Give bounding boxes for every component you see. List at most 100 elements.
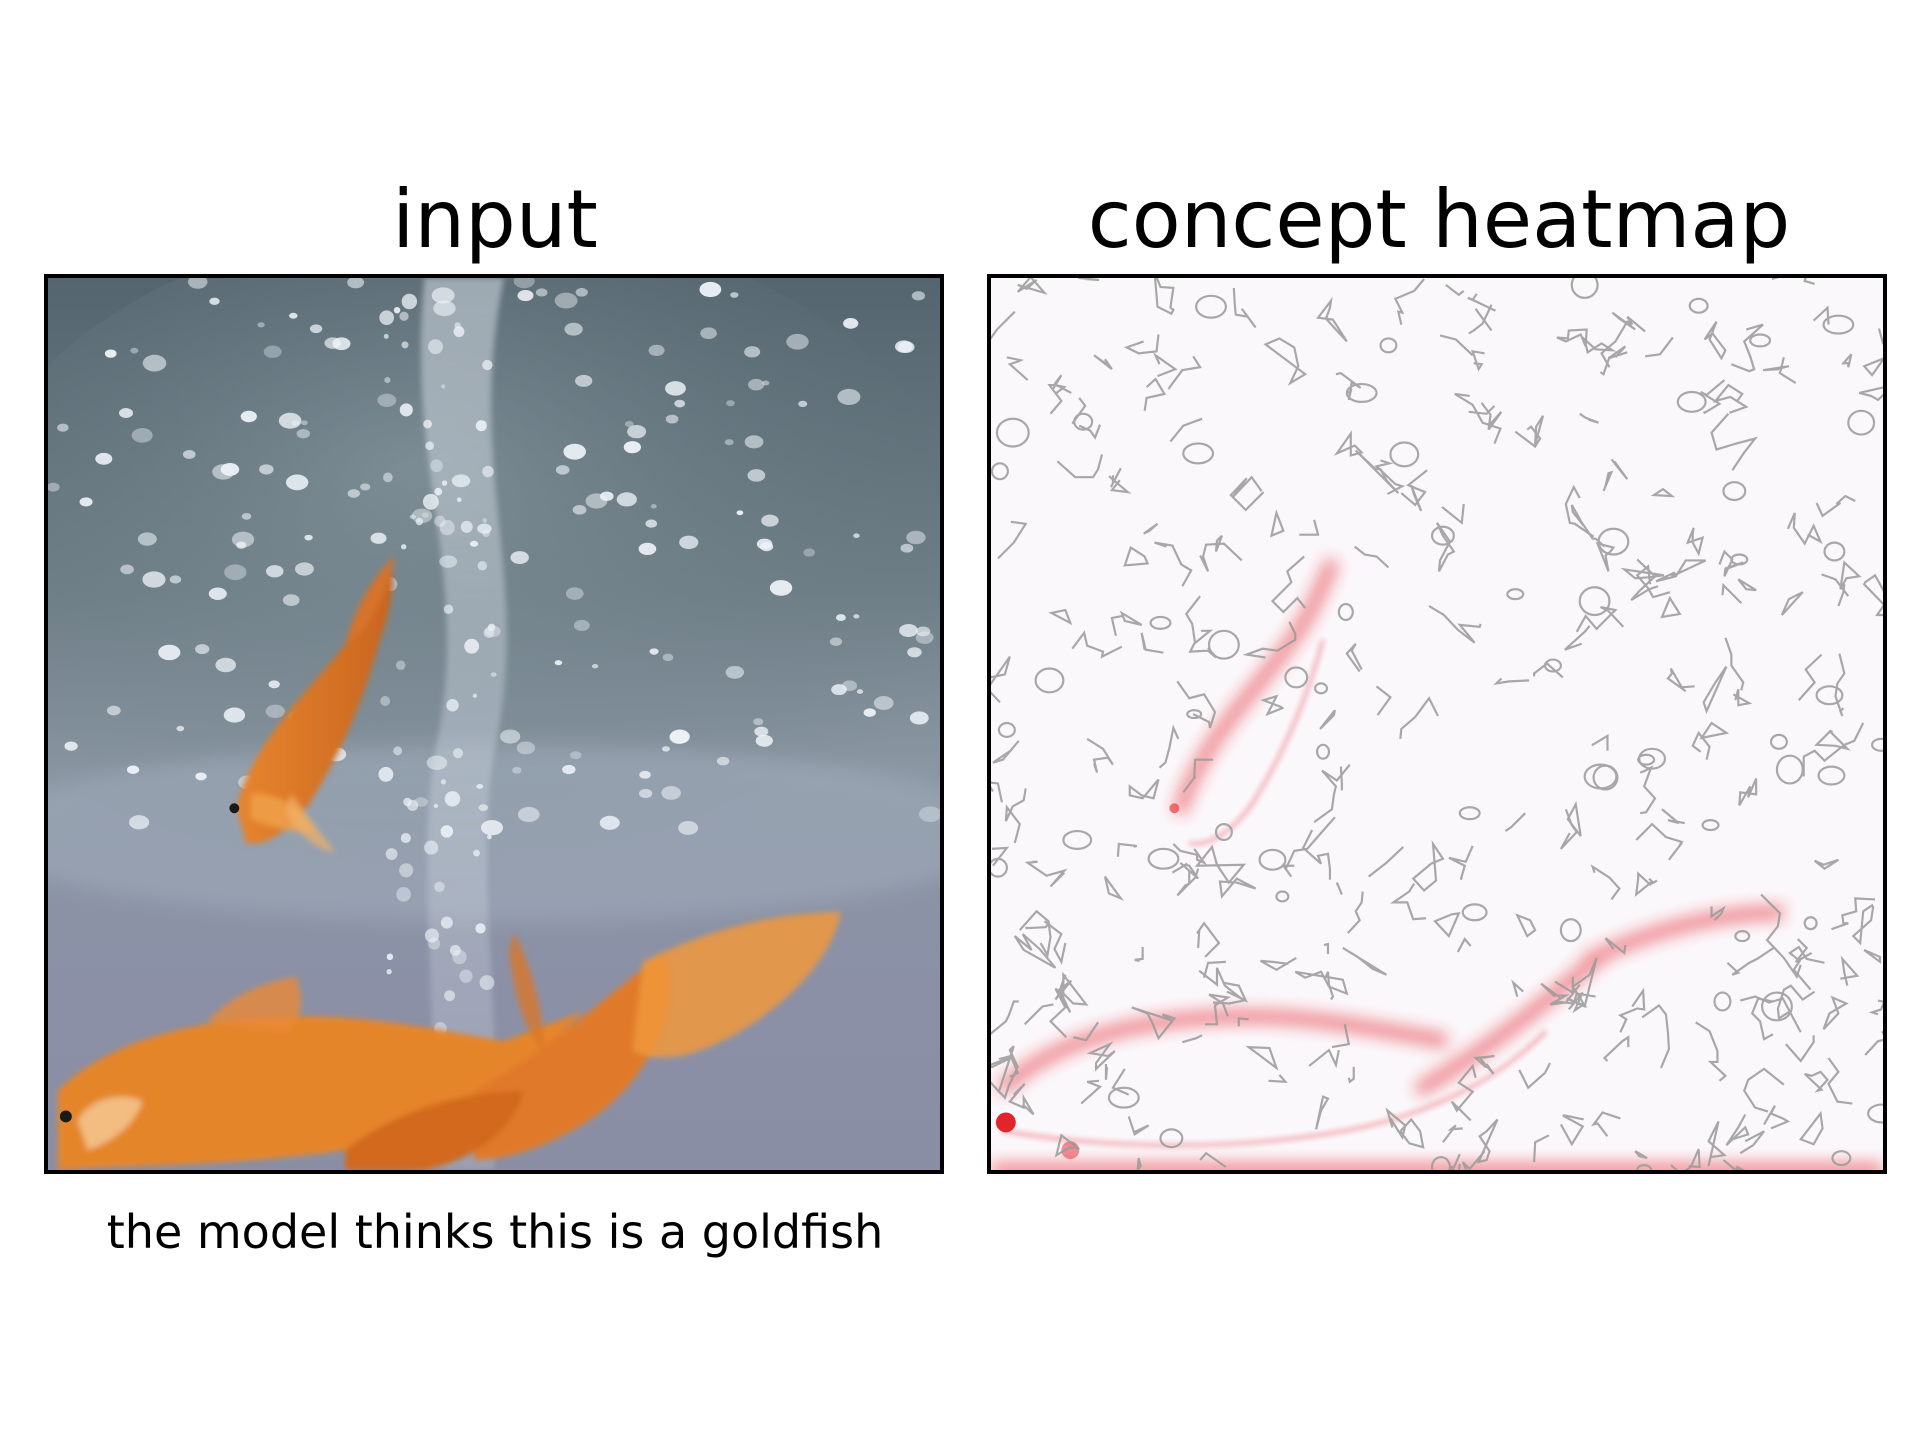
bubble (266, 565, 284, 578)
edge-contour (1703, 321, 1727, 361)
bubble (396, 887, 411, 902)
bubble (853, 614, 860, 619)
edge-contour (1410, 484, 1423, 512)
edge-contour (1814, 729, 1851, 751)
bubble (674, 399, 686, 408)
bubble (513, 278, 535, 289)
edge-contour (1222, 981, 1248, 1003)
edge-contour (1299, 519, 1320, 536)
edge-contour (1780, 591, 1804, 616)
bubble (907, 647, 922, 658)
edge-contour (1743, 1067, 1785, 1113)
bubble (401, 293, 418, 310)
edge-contour (1467, 293, 1496, 312)
edge-contour (998, 1054, 1020, 1078)
bubble (724, 439, 734, 446)
edge-contour (1771, 278, 1815, 285)
edge-contour (1347, 1066, 1355, 1084)
concept-heatmap-image (991, 278, 1883, 1170)
edge-contour (1543, 658, 1562, 673)
bubble (126, 765, 140, 775)
edge-contour (1776, 984, 1816, 1021)
edge-contour (1688, 297, 1709, 314)
edge-contour (1794, 938, 1813, 963)
edge-contour (1218, 877, 1257, 900)
edge-contour (1389, 882, 1427, 921)
heatmap-panel-title: concept heatmap (1087, 173, 1791, 266)
edge-contour (1270, 555, 1307, 614)
edge-contour (1862, 357, 1883, 377)
bubble (591, 664, 599, 669)
bubble (573, 619, 590, 632)
bubble (263, 345, 282, 358)
edge-contour (1337, 602, 1354, 622)
edge-contour (1785, 1035, 1815, 1063)
bubble (215, 657, 237, 673)
edge-contour (1864, 1030, 1883, 1056)
edge-contour (1054, 1133, 1080, 1158)
bubble (517, 289, 534, 302)
edge-contour (1268, 1074, 1288, 1084)
edge-contour (1570, 278, 1599, 299)
bubble (370, 532, 387, 544)
edge-contour (1154, 541, 1193, 587)
bubble (616, 492, 637, 507)
edge-contour (1258, 848, 1287, 871)
edge-contour (1018, 909, 1052, 959)
edge-contour (1637, 753, 1656, 766)
bubble (665, 414, 679, 424)
edge-contour (1109, 467, 1122, 488)
bubble (650, 504, 657, 509)
bubble (285, 474, 309, 491)
edge-contour (1186, 709, 1203, 720)
bubble (481, 820, 504, 836)
bubble (395, 660, 406, 670)
edge-contour (1345, 382, 1378, 403)
edge-contour (1314, 682, 1329, 695)
bubble (142, 571, 166, 588)
edge-contour (1602, 470, 1614, 492)
bubble (627, 424, 647, 439)
bubble (415, 517, 424, 526)
edge-contour (1590, 864, 1621, 901)
edge-contour (1730, 553, 1749, 566)
edge-contour (1313, 763, 1351, 824)
edge-contour (1858, 386, 1883, 402)
edge-contour (1726, 946, 1776, 976)
bubble (895, 340, 913, 353)
edge-contour (1802, 722, 1865, 777)
bubble (441, 480, 448, 486)
edge-contour (1093, 354, 1113, 371)
edge-contour (1214, 823, 1233, 842)
edge-contour (1147, 847, 1180, 870)
bubble (176, 725, 185, 732)
bubble (220, 463, 240, 476)
bubble (699, 281, 722, 298)
edge-contour (1702, 665, 1728, 715)
edge-contour (1319, 709, 1336, 730)
bubble (754, 726, 769, 737)
bubble (575, 287, 588, 297)
bubble (224, 564, 247, 581)
edge-contour (1661, 808, 1685, 825)
bubble (873, 696, 894, 710)
edge-contour (1670, 1148, 1701, 1170)
bubble (289, 312, 298, 319)
bubble (379, 310, 394, 326)
edge-contour (1458, 806, 1481, 821)
edge-contour (1775, 754, 1804, 785)
bubble (296, 429, 311, 439)
edge-contour (1760, 991, 1793, 1022)
edge-contour (1710, 413, 1759, 471)
bubble (380, 696, 391, 706)
edge-contour (991, 857, 1008, 878)
bubble (725, 665, 745, 679)
bubble (856, 689, 864, 694)
edge-contour (1308, 1048, 1340, 1069)
bubble (453, 326, 465, 338)
bubble (443, 604, 454, 614)
bubble (399, 863, 414, 878)
edge-contour (1199, 542, 1243, 572)
edge-contour (1284, 666, 1309, 689)
bubble (399, 311, 409, 321)
